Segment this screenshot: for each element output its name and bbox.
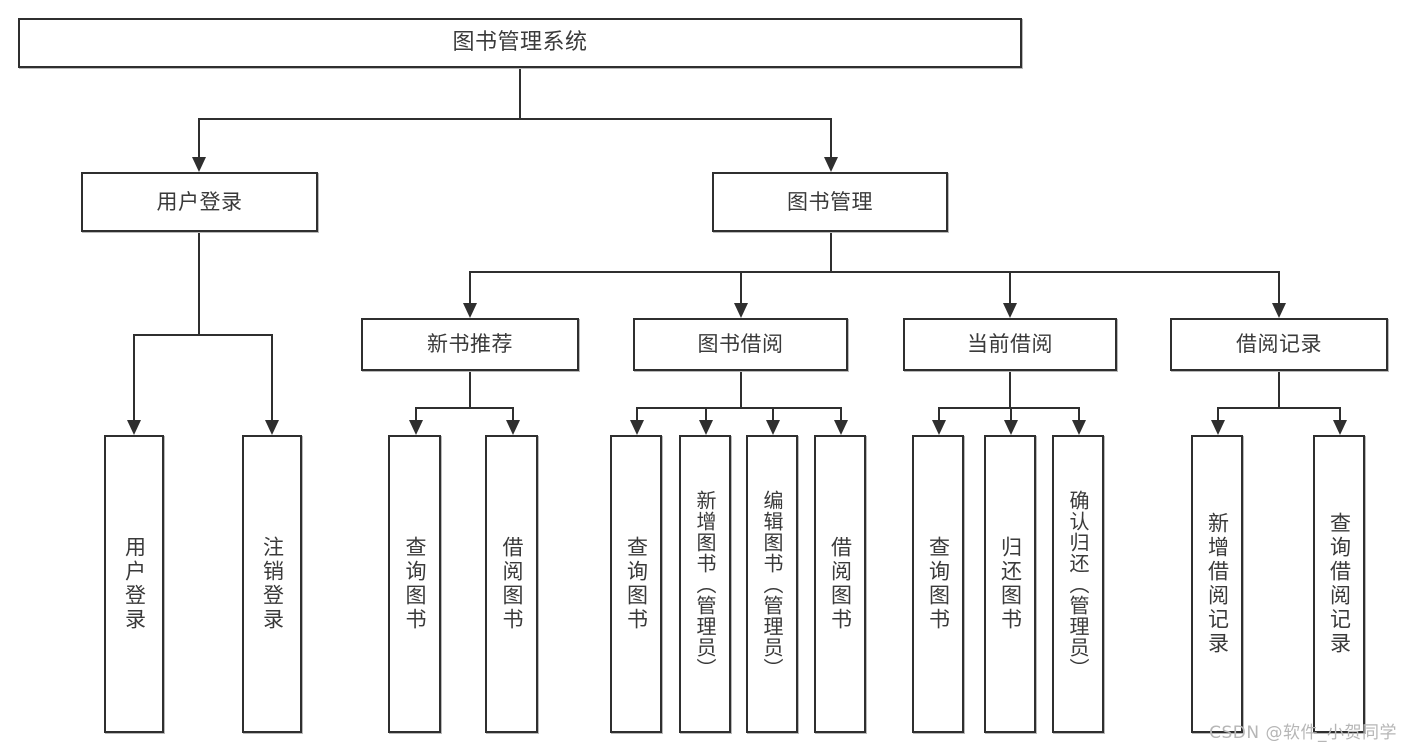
node-user-login[interactable]: 用户登录 bbox=[81, 172, 318, 232]
connector-current-borrow-bus bbox=[938, 407, 1078, 409]
connector-br-to-add-record bbox=[1217, 407, 1219, 421]
arrow-cb-to-return bbox=[1004, 420, 1018, 435]
arrow-root-to-user-login bbox=[192, 157, 206, 172]
connector-bb-to-add bbox=[705, 407, 707, 421]
arrow-bm-to-current-borrow bbox=[1003, 303, 1017, 318]
node-label: 编辑图书（管理员） bbox=[760, 489, 784, 679]
connector-bm-to-new-book bbox=[469, 271, 471, 303]
node-label: 新增图书（管理员） bbox=[693, 489, 717, 679]
node-label: 注销登录 bbox=[260, 536, 285, 632]
connector-bb-to-edit bbox=[772, 407, 774, 421]
node-leaf-query-borrow-record[interactable]: 查询借阅记录 bbox=[1313, 435, 1365, 733]
node-current-borrow[interactable]: 当前借阅 bbox=[903, 318, 1117, 371]
connector-book-borrow-stem bbox=[740, 371, 742, 408]
node-leaf-user-login[interactable]: 用户登录 bbox=[104, 435, 164, 733]
connector-root-stem bbox=[519, 68, 521, 119]
connector-user-login-to-leaf-login bbox=[133, 334, 135, 421]
node-label: 确认归还（管理员） bbox=[1066, 489, 1090, 679]
node-new-book-recommend[interactable]: 新书推荐 bbox=[361, 318, 579, 371]
connector-new-book-bus bbox=[415, 407, 512, 409]
arrow-bm-to-new-book bbox=[463, 303, 477, 318]
connector-book-management-bus bbox=[469, 271, 1279, 273]
node-leaf-borrow-book-1[interactable]: 借阅图书 bbox=[485, 435, 538, 733]
node-label: 图书管理 bbox=[787, 189, 873, 214]
arrow-br-to-query-record bbox=[1333, 420, 1347, 435]
arrow-user-login-to-leaf-login bbox=[127, 420, 141, 435]
node-label: 借阅图书 bbox=[500, 536, 524, 632]
arrow-bb-to-borrow bbox=[834, 420, 848, 435]
node-leaf-edit-book-admin[interactable]: 编辑图书（管理员） bbox=[746, 435, 798, 733]
node-leaf-add-borrow-record[interactable]: 新增借阅记录 bbox=[1191, 435, 1243, 733]
connector-book-borrow-bus bbox=[636, 407, 840, 409]
node-label: 新书推荐 bbox=[427, 332, 513, 357]
connector-root-to-book-management bbox=[830, 118, 832, 157]
arrow-bm-to-book-borrow bbox=[734, 303, 748, 318]
arrow-br-to-add-record bbox=[1211, 420, 1225, 435]
connector-bb-to-query bbox=[636, 407, 638, 421]
connector-current-borrow-stem bbox=[1009, 371, 1011, 408]
connector-cb-to-query bbox=[938, 407, 940, 421]
csdn-watermark: CSDN @软件_小贺同学 bbox=[1209, 723, 1397, 743]
connector-borrow-record-stem bbox=[1278, 371, 1280, 408]
connector-new-book-stem bbox=[469, 371, 471, 408]
node-label: 查询借阅记录 bbox=[1327, 512, 1352, 656]
node-leaf-query-book-2[interactable]: 查询图书 bbox=[610, 435, 662, 733]
arrow-new-book-to-query bbox=[409, 420, 423, 435]
connector-bm-to-current-borrow bbox=[1009, 271, 1011, 303]
arrow-cb-to-confirm bbox=[1072, 420, 1086, 435]
node-book-borrow[interactable]: 图书借阅 bbox=[633, 318, 848, 371]
connector-root-to-user-login bbox=[198, 118, 200, 157]
node-label: 查询图书 bbox=[624, 536, 649, 632]
connector-borrow-record-bus bbox=[1217, 407, 1339, 409]
node-label: 用户登录 bbox=[122, 536, 147, 632]
connector-bb-to-borrow bbox=[840, 407, 842, 421]
connector-new-book-to-query bbox=[415, 407, 417, 421]
node-leaf-confirm-return-admin[interactable]: 确认归还（管理员） bbox=[1052, 435, 1104, 733]
node-label: 查询图书 bbox=[926, 536, 951, 632]
connector-user-login-to-leaf-logout bbox=[271, 334, 273, 421]
node-leaf-user-logout[interactable]: 注销登录 bbox=[242, 435, 302, 733]
node-label: 查询图书 bbox=[403, 536, 427, 632]
node-label: 归还图书 bbox=[998, 536, 1023, 632]
node-label: 借阅图书 bbox=[828, 536, 853, 632]
node-label: 借阅记录 bbox=[1236, 332, 1322, 357]
node-label: 用户登录 bbox=[156, 189, 243, 214]
node-label: 图书借阅 bbox=[697, 332, 784, 357]
node-label: 新增借阅记录 bbox=[1205, 512, 1230, 656]
node-leaf-add-book-admin[interactable]: 新增图书（管理员） bbox=[679, 435, 731, 733]
connector-book-management-stem bbox=[830, 232, 832, 272]
node-label: 图书管理系统 bbox=[452, 30, 588, 56]
arrow-bm-to-borrow-record bbox=[1272, 303, 1286, 318]
node-book-management[interactable]: 图书管理 bbox=[712, 172, 948, 232]
node-leaf-borrow-book-2[interactable]: 借阅图书 bbox=[814, 435, 866, 733]
node-leaf-query-book-3[interactable]: 查询图书 bbox=[912, 435, 964, 733]
arrow-bb-to-edit bbox=[766, 420, 780, 435]
connector-br-to-query-record bbox=[1339, 407, 1341, 421]
connector-new-book-to-borrow bbox=[512, 407, 514, 421]
connector-cb-to-confirm bbox=[1078, 407, 1080, 421]
node-leaf-return-book[interactable]: 归还图书 bbox=[984, 435, 1036, 733]
node-book-management-system[interactable]: 图书管理系统 bbox=[18, 18, 1022, 68]
node-leaf-query-book-1[interactable]: 查询图书 bbox=[388, 435, 441, 733]
arrow-cb-to-query bbox=[932, 420, 946, 435]
arrow-user-login-to-leaf-logout bbox=[265, 420, 279, 435]
arrow-new-book-to-borrow bbox=[506, 420, 520, 435]
connector-bm-to-book-borrow bbox=[740, 271, 742, 303]
node-borrow-record[interactable]: 借阅记录 bbox=[1170, 318, 1388, 371]
arrow-bb-to-add bbox=[699, 420, 713, 435]
connector-user-login-stem bbox=[198, 232, 200, 335]
arrow-root-to-book-management bbox=[824, 157, 838, 172]
connector-root-bus bbox=[198, 118, 831, 120]
arrow-bb-to-query bbox=[630, 420, 644, 435]
connector-cb-to-return bbox=[1010, 407, 1012, 421]
node-label: 当前借阅 bbox=[967, 332, 1053, 357]
connector-bm-to-borrow-record bbox=[1278, 271, 1280, 303]
connector-user-login-bus bbox=[133, 334, 271, 336]
